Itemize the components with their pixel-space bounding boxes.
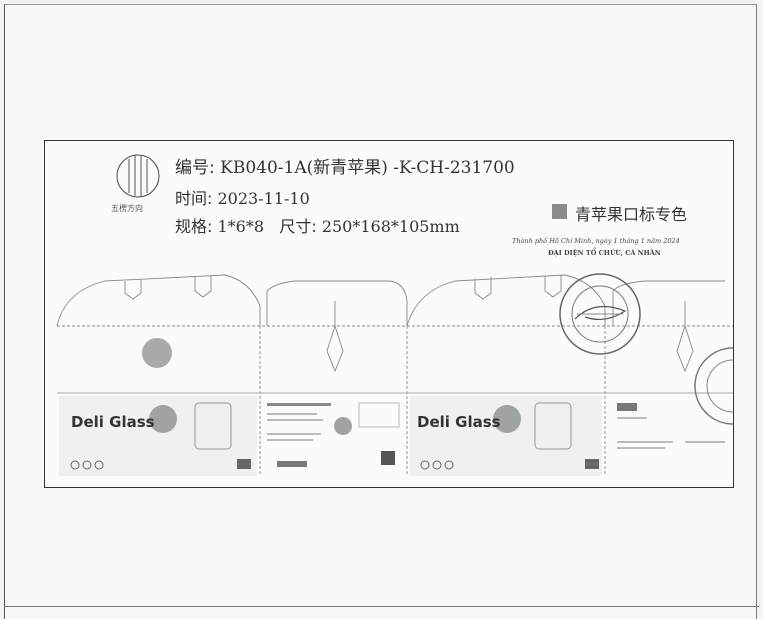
label-badge-1 [149,405,177,433]
panel-1-brand-label: Deli Glass [71,413,155,431]
seal-title: ĐẠI DIỆN TỔ CHỨC, CÁ NHÂN [548,249,661,257]
page-bottom-rule [4,606,759,607]
company-seal-partial-icon [694,347,733,425]
color-swatch-label: 青苹果口标专色 [575,205,688,224]
size-value: 250*168*105mm [321,217,460,236]
dieline-drawing [56,274,733,476]
spec-key: 规格: [175,217,213,236]
size-key: 尺寸: [279,217,317,236]
seal-note: Thành phố Hồ Chí Minh, ngày 1 tháng 1 nă… [512,237,680,245]
color-swatch [552,204,567,219]
time-key: 时间: [175,189,213,208]
code-value: KB040-1A(新青苹果) -K-CH-231700 [220,158,515,178]
time-line: 时间: 2023-11-10 [175,185,310,209]
time-value: 2023-11-10 [217,189,310,208]
spec-line: 规格: 1*6*8 尺寸: 250*168*105mm [175,213,460,237]
code-line: 编号: KB040-1A(新青苹果) -K-CH-231700 [175,153,515,178]
label-badge-2 [493,405,521,433]
packaging-dieline-sheet: 五楞方向 编号: KB040-1A(新青苹果) -K-CH-231700 时间:… [44,140,734,488]
company-seal-icon [559,273,641,355]
code-key: 编号: [175,158,215,178]
grain-direction-label: 五楞方向 [111,204,143,213]
brand-badge [142,338,172,368]
spec-value: 1*6*8 [217,217,265,236]
panel-3-brand-label: Deli Glass [417,413,501,431]
grain-direction-icon [116,154,160,198]
